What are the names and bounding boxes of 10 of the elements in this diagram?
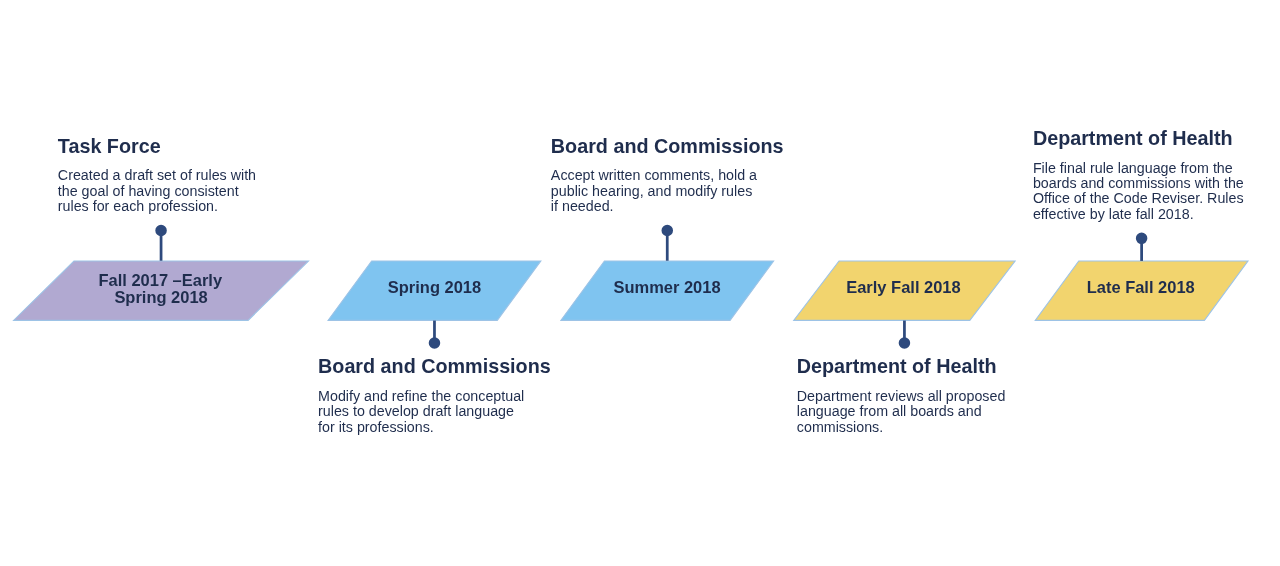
node-text: Department of Health File final rule language from the boards and commissions with the Office of the Code Reviser. Rules effective by late fall 2018. — [1032, 127, 1244, 222]
node-text: Department of Health Department reviews all proposed language from all boards and commissions. — [796, 355, 1006, 435]
connector — [428, 320, 441, 349]
node-text: Board and Commissions Accept written comments, hold a public hearing, and modify rules if needed. — [550, 134, 784, 214]
connector — [661, 224, 674, 261]
connector — [1135, 232, 1148, 261]
connector — [898, 320, 911, 349]
connector — [155, 224, 167, 261]
node-text: Task Force Created a draft set of rules with the goal of having consistent rules for each profession. — [57, 134, 257, 214]
node-text: Board and Commissions Modify and refine the conceptual rules to develop draft language for its professions. — [318, 355, 551, 435]
